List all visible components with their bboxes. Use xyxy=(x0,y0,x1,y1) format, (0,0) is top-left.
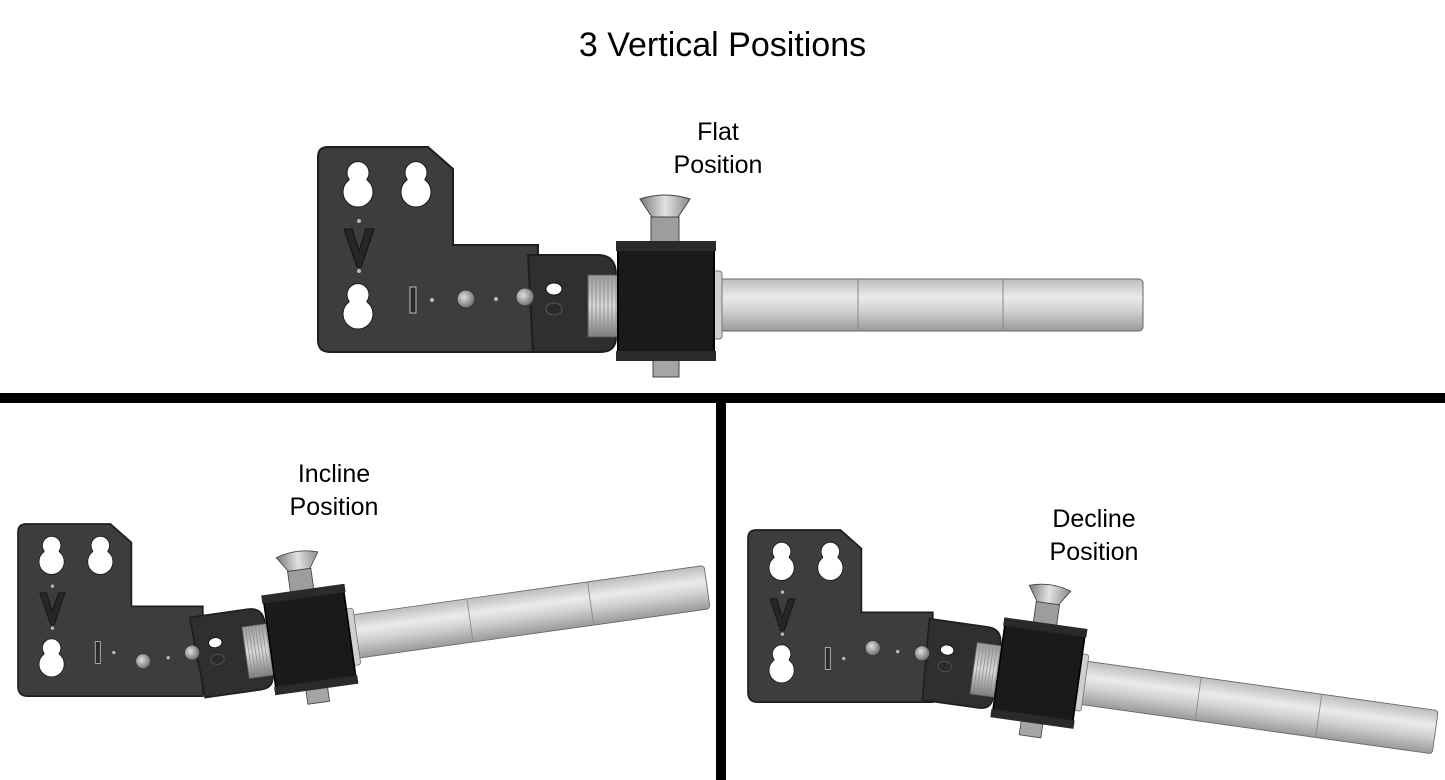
flat-keyhole-bottom xyxy=(342,283,374,330)
incline-knob xyxy=(275,550,319,572)
decline-arm-dot xyxy=(896,649,900,654)
flat-clamp-bottom xyxy=(616,351,716,361)
incline-label-line1: Incline xyxy=(297,460,371,488)
decline-v-logo xyxy=(769,598,796,632)
flat-label-line1: Flat xyxy=(697,118,739,146)
incline-sleeve-seam-1 xyxy=(466,598,474,643)
flat-clamp-block xyxy=(617,244,715,360)
incline-label-line2: Position xyxy=(289,493,379,521)
decline-logo-dot-top xyxy=(780,590,785,594)
incline-hole-lower xyxy=(210,653,225,665)
flat-keyhole-top-right xyxy=(400,161,432,208)
decline-arm xyxy=(864,583,1439,754)
flat-hole-lower xyxy=(545,302,563,316)
decline-hole-lower xyxy=(937,661,952,673)
decline-bolt-right xyxy=(914,645,931,662)
flat-plate-dot xyxy=(430,298,434,302)
decline-knob xyxy=(1028,583,1072,606)
flat-v-logo xyxy=(343,228,375,268)
flat-label-line2: Position xyxy=(673,151,763,179)
flat-bolt-left xyxy=(456,289,476,309)
incline-attachment xyxy=(17,523,711,705)
incline-clamp-top xyxy=(261,583,346,604)
incline-keyhole-top-right xyxy=(87,535,114,575)
incline-arm-dot xyxy=(166,656,170,660)
flat-hole-upper xyxy=(545,282,563,296)
decline-label-line1: Decline xyxy=(1052,505,1136,533)
incline-clamp-bottom xyxy=(274,675,359,696)
flat-logo-dot-bottom xyxy=(357,269,361,273)
flat-bolt-right xyxy=(515,287,535,307)
incline-arm xyxy=(135,550,711,705)
diagram-title: 3 Vertical Positions xyxy=(578,26,867,64)
decline-attachment xyxy=(747,529,1439,754)
flat-keyhole-top-left xyxy=(342,161,374,208)
decline-clamp-top xyxy=(1003,617,1088,638)
decline-keyhole-top-right xyxy=(817,541,844,581)
incline-v-logo xyxy=(39,592,66,626)
flat-logo-dot-top xyxy=(357,219,361,223)
decline-sleeve-seam-1 xyxy=(1194,677,1202,721)
decline-logo-dot-bottom xyxy=(780,632,785,636)
flat-sleeve xyxy=(712,278,1144,332)
decline-keyhole-bottom xyxy=(768,644,795,684)
flat-slot xyxy=(409,286,417,314)
incline-position-label: Incline Position xyxy=(234,458,434,524)
incline-logo-dot-top xyxy=(50,584,55,588)
horizontal-divider xyxy=(0,393,1445,403)
decline-clamp-bottom xyxy=(990,708,1075,729)
decline-label-line2: Position xyxy=(1049,538,1139,566)
incline-sleeve-seam-2 xyxy=(587,581,595,626)
flat-attachment xyxy=(317,146,1144,378)
vertical-divider xyxy=(716,403,726,780)
flat-knob xyxy=(639,194,691,218)
flat-clamp-top xyxy=(616,241,716,251)
incline-hole-upper xyxy=(208,637,223,649)
decline-position-label: Decline Position xyxy=(994,503,1194,569)
decline-slot xyxy=(824,647,831,670)
incline-plate-dot xyxy=(112,650,116,655)
incline-keyhole-bottom xyxy=(38,638,65,678)
incline-logo-dot-bottom xyxy=(50,626,55,630)
flat-position-label: Flat Position xyxy=(618,116,818,182)
incline-keyhole-top-left xyxy=(38,535,65,575)
decline-sleeve xyxy=(1074,660,1439,754)
flat-arm-dot xyxy=(494,297,498,301)
flat-arm xyxy=(456,194,1144,378)
incline-slot xyxy=(94,641,101,664)
decline-bolt-left xyxy=(864,640,881,657)
incline-sleeve xyxy=(346,565,711,659)
incline-bolt-left xyxy=(135,653,152,670)
decline-plate-dot xyxy=(842,656,846,661)
decline-keyhole-top-left xyxy=(768,541,795,581)
incline-bolt-right xyxy=(184,644,201,661)
decline-sleeve-seam-2 xyxy=(1315,694,1323,738)
decline-hole-upper xyxy=(940,644,955,656)
